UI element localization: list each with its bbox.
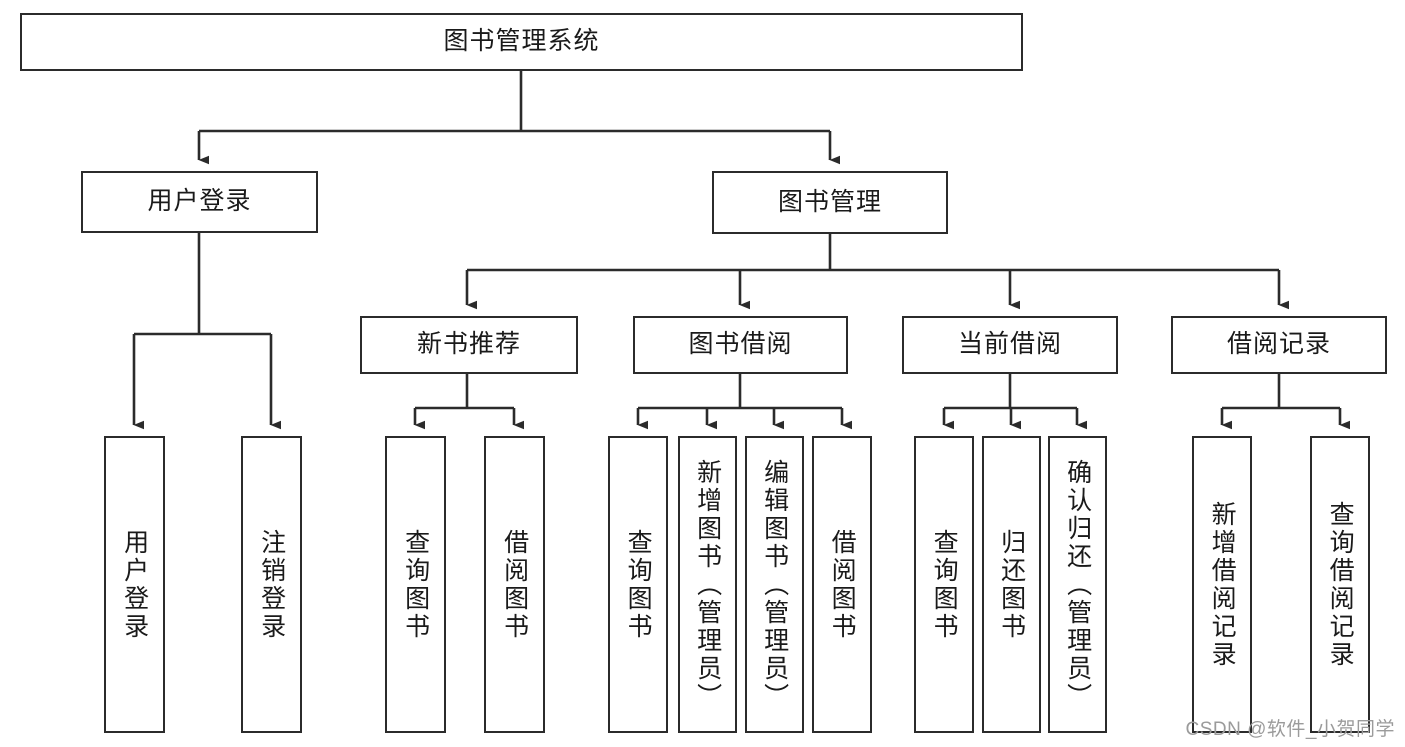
- node-leaf-confirm-return[interactable]: 确认归还（管理员）: [1048, 436, 1107, 733]
- node-leaf-borrow-book-2-label: 借阅图书: [828, 528, 857, 641]
- node-borrow-record-label: 借阅记录: [1226, 330, 1331, 359]
- node-leaf-borrow-book-2[interactable]: 借阅图书: [812, 436, 872, 733]
- node-book-borrow[interactable]: 图书借阅: [633, 316, 848, 374]
- node-leaf-query-book-1[interactable]: 查询图书: [385, 436, 446, 733]
- node-book-manage-label: 图书管理: [777, 187, 882, 216]
- node-current-borrow-label: 当前借阅: [957, 330, 1062, 359]
- node-leaf-add-record[interactable]: 新增借阅记录: [1192, 436, 1252, 733]
- node-leaf-logout-login[interactable]: 注销登录: [241, 436, 302, 733]
- node-leaf-query-book-2-label: 查询图书: [624, 528, 653, 641]
- node-leaf-user-login[interactable]: 用户登录: [104, 436, 165, 733]
- node-leaf-return-book-label: 归还图书: [997, 528, 1026, 641]
- node-leaf-query-book-3[interactable]: 查询图书: [914, 436, 974, 733]
- node-book-borrow-label: 图书借阅: [688, 330, 793, 359]
- node-leaf-edit-book-label: 编辑图书（管理员）: [760, 458, 789, 711]
- node-leaf-confirm-return-label: 确认归还（管理员）: [1063, 458, 1092, 711]
- node-leaf-borrow-book-1[interactable]: 借阅图书: [484, 436, 545, 733]
- node-user-login-label: 用户登录: [147, 187, 252, 216]
- node-leaf-query-book-1-label: 查询图书: [401, 528, 430, 641]
- node-borrow-record[interactable]: 借阅记录: [1171, 316, 1387, 374]
- node-leaf-query-record-label: 查询借阅记录: [1326, 500, 1355, 669]
- node-leaf-borrow-book-1-label: 借阅图书: [500, 528, 529, 641]
- node-new-book-recommend-label: 新书推荐: [416, 330, 521, 359]
- node-leaf-add-record-label: 新增借阅记录: [1208, 500, 1237, 669]
- node-leaf-query-book-3-label: 查询图书: [930, 528, 959, 641]
- node-current-borrow[interactable]: 当前借阅: [902, 316, 1118, 374]
- node-leaf-logout-login-label: 注销登录: [257, 528, 286, 641]
- node-leaf-query-book-2[interactable]: 查询图书: [608, 436, 668, 733]
- node-leaf-user-login-label: 用户登录: [120, 528, 149, 641]
- node-root[interactable]: 图书管理系统: [20, 13, 1023, 71]
- node-root-label: 图书管理系统: [443, 27, 600, 56]
- node-leaf-query-record[interactable]: 查询借阅记录: [1310, 436, 1370, 733]
- node-book-manage[interactable]: 图书管理: [712, 171, 948, 234]
- node-leaf-return-book[interactable]: 归还图书: [982, 436, 1041, 733]
- node-leaf-add-book-label: 新增图书（管理员）: [693, 458, 722, 711]
- node-leaf-add-book[interactable]: 新增图书（管理员）: [678, 436, 737, 733]
- node-new-book-recommend[interactable]: 新书推荐: [360, 316, 578, 374]
- node-user-login[interactable]: 用户登录: [81, 171, 318, 233]
- node-leaf-edit-book[interactable]: 编辑图书（管理员）: [745, 436, 804, 733]
